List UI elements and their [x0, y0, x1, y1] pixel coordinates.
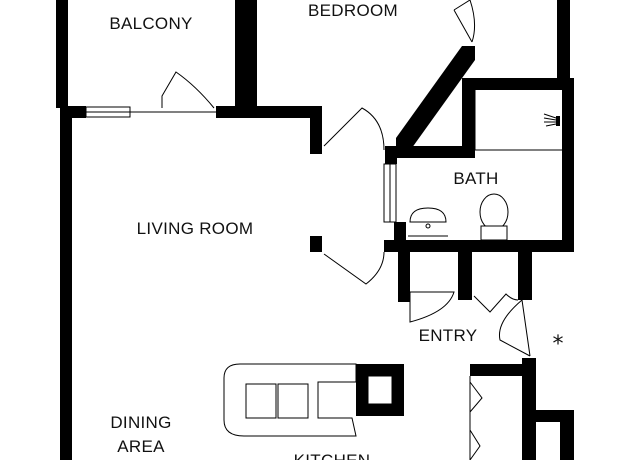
room-labels: BALCONY BEDROOM BATH LIVING ROOM ENTRY D… — [109, 1, 563, 460]
toilet-bowl — [479, 193, 509, 231]
living-top-wall-right — [216, 106, 322, 118]
kitchen-right-wall-b — [560, 410, 574, 460]
fixtures — [223, 113, 560, 437]
room-label-bath: BATH — [453, 169, 498, 188]
windows — [85, 90, 562, 223]
room-label-living-room: LIVING ROOM — [137, 219, 254, 238]
bedroom-right-wall — [557, 0, 570, 90]
living-lower-door — [323, 251, 385, 285]
room-label-dining-line2: AREA — [117, 437, 165, 456]
entry-door — [498, 299, 531, 357]
closet-door-right — [473, 293, 519, 313]
bath-sink — [409, 207, 447, 223]
bath-upper-wall — [462, 78, 572, 90]
kitchen-sink-left — [245, 383, 277, 419]
balcony-right-wall — [235, 0, 247, 115]
bedroom-door — [453, 0, 473, 43]
walls — [56, 0, 574, 460]
living-right-wall-lower — [310, 236, 322, 252]
bedroom-diagonal-wall — [396, 46, 475, 152]
doors — [161, 0, 531, 460]
living-left-wall — [60, 106, 72, 460]
pantry-door — [469, 376, 483, 460]
closet-door-left — [409, 291, 455, 323]
entry-right-lower-wall — [522, 358, 536, 460]
living-right-wall-upper — [310, 106, 322, 154]
bath-right-wall — [562, 78, 574, 252]
shower-head-icon — [543, 113, 560, 127]
closet-divider-mid — [458, 252, 472, 300]
toilet-tank — [480, 225, 508, 241]
kitchen-top-wall — [470, 364, 536, 376]
room-label-kitchen: KITCHEN — [294, 451, 371, 460]
room-label-dining-line1: DINING — [110, 413, 171, 432]
entry-marker: * — [553, 332, 564, 357]
balcony-door — [161, 71, 215, 109]
bedroom-left-wall — [247, 0, 257, 106]
balcony-left-wall — [56, 0, 68, 108]
room-label-balcony: BALCONY — [109, 14, 192, 33]
closet-wall — [462, 78, 475, 158]
living-upper-door — [323, 107, 385, 151]
kitchen-sink-right — [277, 383, 309, 419]
entry-right-wall — [520, 252, 532, 298]
kitchen-column-inner — [367, 375, 393, 405]
room-label-bedroom: BEDROOM — [308, 1, 398, 20]
bath-bottom-wall — [394, 240, 574, 252]
closet-divider-left — [398, 252, 410, 302]
room-label-entry: ENTRY — [419, 326, 478, 345]
